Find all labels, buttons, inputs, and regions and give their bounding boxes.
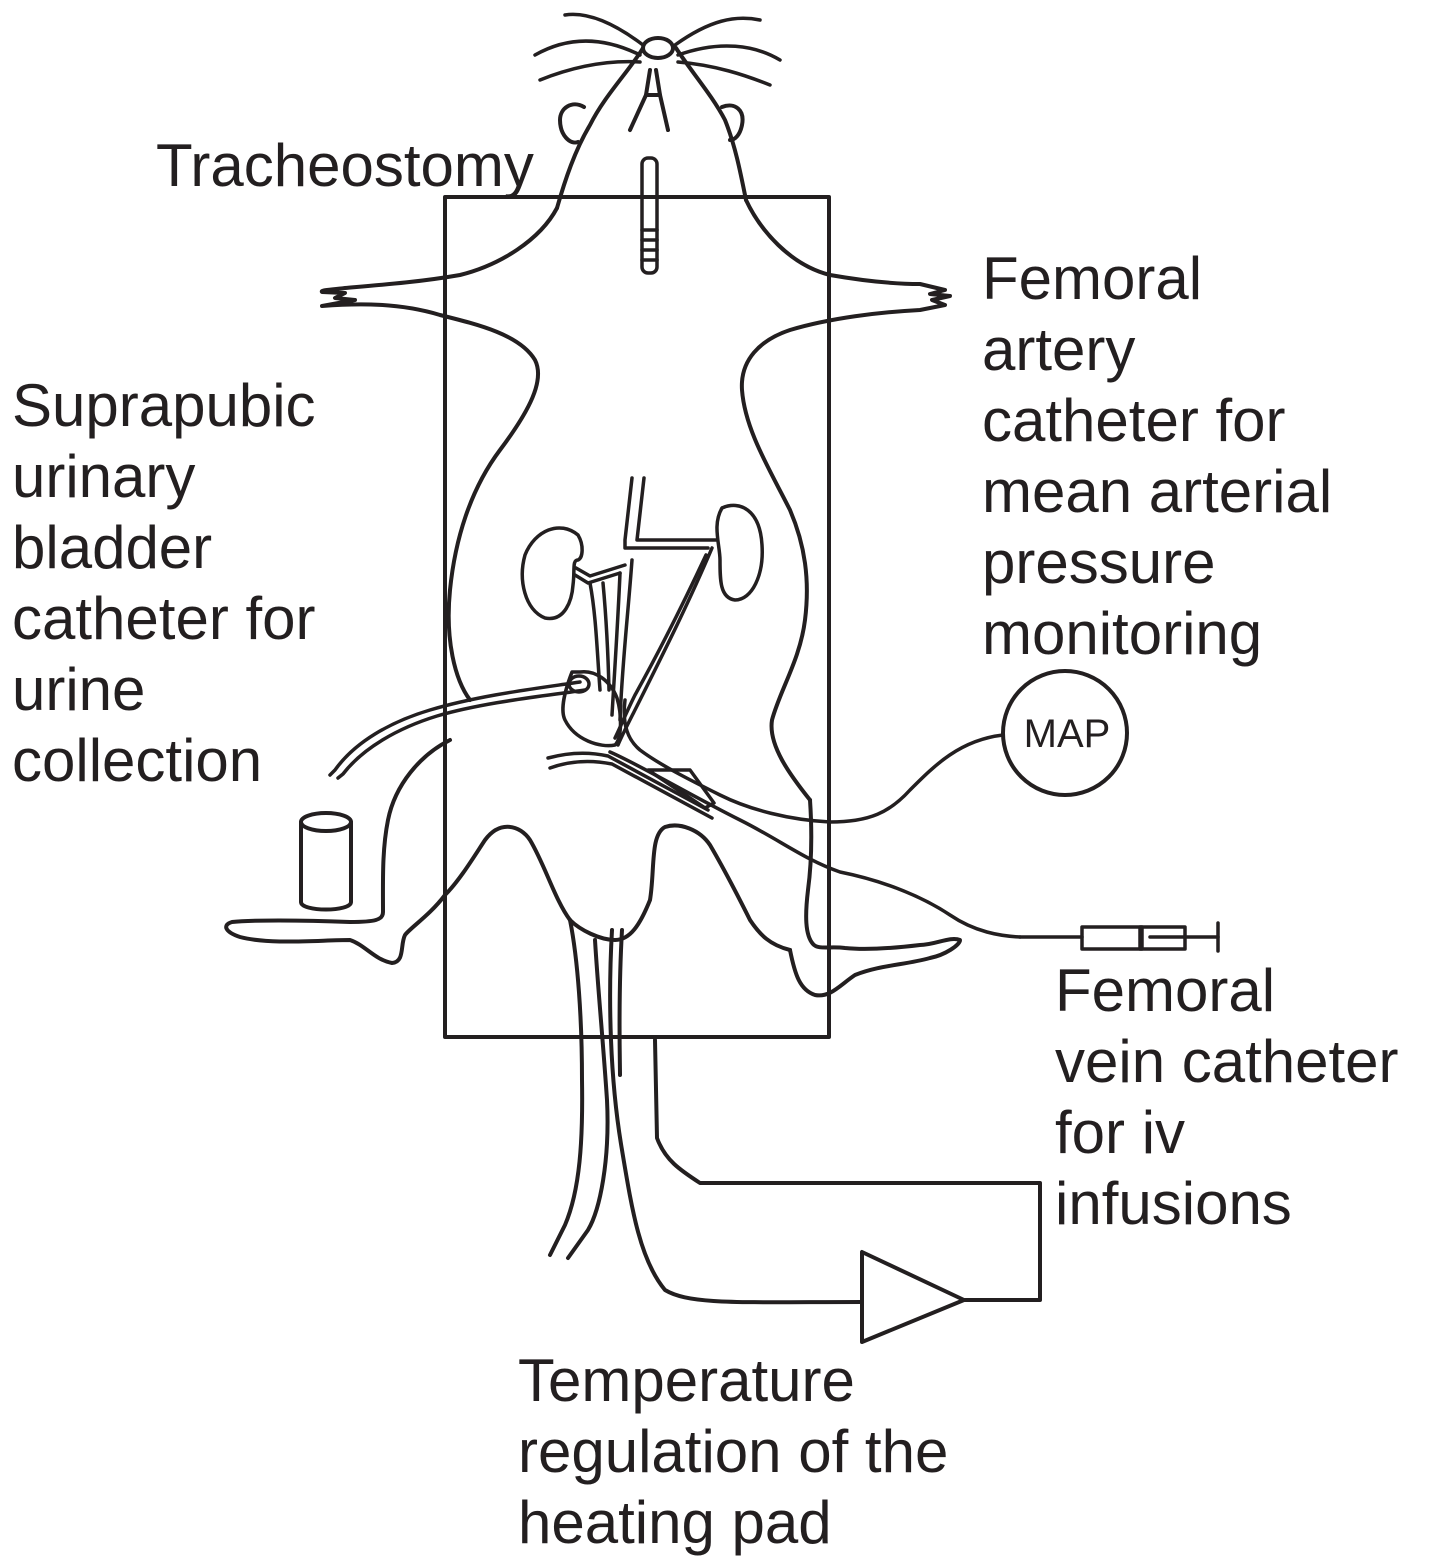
femoral-artery-label: Femoral artery catheter for mean arteria… — [982, 243, 1332, 669]
femoral-catheters — [548, 752, 1020, 937]
map-monitor-label: MAP — [1024, 712, 1111, 756]
suprapubic-label-line: urine — [12, 654, 316, 725]
urine-collection-tube — [301, 813, 351, 910]
tracheostomy-label: Tracheostomy — [156, 130, 534, 201]
tail-and-probe — [550, 920, 862, 1302]
temperature-regulation-label: Temperature regulation of the heating pa… — [518, 1345, 948, 1558]
femoral-vein-label: Femoral vein catheter for iv infusions — [1055, 955, 1399, 1239]
femoral-artery-label-line: monitoring — [982, 598, 1332, 669]
femoral-artery-label-line: artery — [982, 314, 1332, 385]
femoral-vein-label-line: vein catheter — [1055, 1026, 1399, 1097]
temperature-controller — [655, 1040, 1040, 1342]
femoral-artery-label-line: Femoral — [982, 243, 1332, 314]
heating-pad — [445, 197, 829, 1037]
syringe — [1020, 923, 1218, 951]
map-cable — [830, 735, 1003, 822]
femoral-vein-label-line: for iv — [1055, 1097, 1399, 1168]
suprapubic-label-line: bladder — [12, 512, 316, 583]
rat-head — [557, 38, 746, 208]
femoral-artery-label-line: mean arterial — [982, 456, 1332, 527]
bladder-catheter — [330, 676, 589, 778]
suprapubic-label-line: catheter for — [12, 583, 316, 654]
tracheostomy-tube — [642, 158, 657, 273]
suprapubic-label-line: Suprapubic — [12, 370, 316, 441]
femoral-artery-label-line: catheter for — [982, 385, 1332, 456]
temperature-label-line: regulation of the — [518, 1416, 948, 1487]
temperature-label-line: Temperature — [518, 1345, 948, 1416]
suprapubic-label-line: urinary — [12, 441, 316, 512]
femoral-artery-label-line: pressure — [982, 527, 1332, 598]
temperature-label-line: heating pad — [518, 1487, 948, 1558]
femoral-vein-label-line: Femoral — [1055, 955, 1399, 1026]
femoral-vein-label-line: infusions — [1055, 1168, 1399, 1239]
suprapubic-catheter-label: Suprapubic urinary bladder catheter for … — [12, 370, 316, 796]
suprapubic-label-line: collection — [12, 725, 316, 796]
